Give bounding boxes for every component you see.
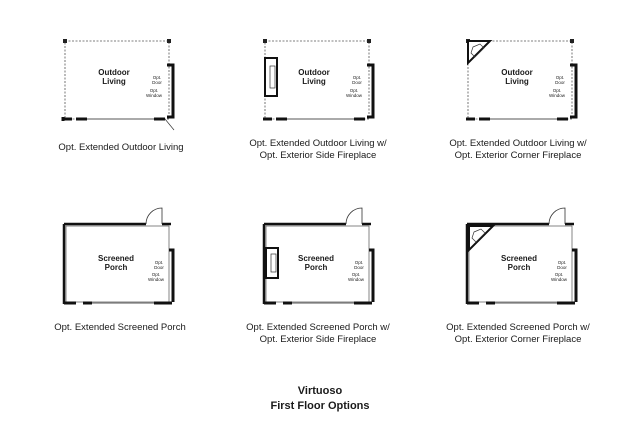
plan-caption: Opt. Extended Screened Porch w/ Opt. Ext…	[446, 322, 590, 345]
door-swing-icon	[345, 207, 363, 225]
door-swing-icon	[145, 207, 163, 225]
opt-door-label: Opt. Door	[354, 260, 364, 270]
plan-drawing	[465, 207, 578, 305]
floor-plan-outdoor-living-corner-fireplace: Outdoor Living Opt. Door Opt. Window	[465, 38, 585, 128]
room-label: Screened Porch	[500, 254, 538, 272]
floor-plan-screened-porch: Screened Porch Opt. Door Opt. Window	[62, 207, 182, 310]
room-label: Outdoor Living	[98, 68, 130, 86]
opt-door-label: Opt. Door	[555, 75, 565, 85]
plan-caption: Opt. Extended Screened Porch	[54, 322, 186, 333]
door-swing-icon	[548, 207, 566, 225]
room-label: Outdoor Living	[501, 68, 533, 86]
opt-door-label: Opt. Door	[352, 75, 362, 85]
floor-plan-screened-porch-corner-fireplace: Screened Porch Opt. Door Opt. Window	[465, 207, 585, 310]
room-label: Outdoor Living	[298, 68, 330, 86]
plan-caption: Opt. Extended Screened Porch w/ Opt. Ext…	[246, 322, 390, 345]
plan-page-title: First Floor Options	[270, 400, 370, 412]
room-label: Screened Porch	[97, 254, 135, 272]
opt-door-label: Opt. Door	[154, 260, 164, 270]
opt-window-label: Opt. Window	[549, 88, 566, 98]
opt-window-label: Opt. Window	[346, 88, 363, 98]
opt-window-label: Opt. Window	[551, 272, 568, 282]
plan-drawing	[466, 39, 578, 121]
plan-drawing	[61, 39, 175, 131]
plan-caption: Opt. Extended Outdoor Living	[58, 142, 184, 153]
plan-drawing	[262, 207, 375, 305]
opt-window-label: Opt. Window	[146, 88, 163, 98]
plan-drawing	[62, 207, 175, 305]
plan-drawing	[263, 39, 375, 121]
opt-door-label: Opt. Door	[152, 75, 162, 85]
corner-fireplace-icon	[468, 225, 496, 253]
fireplace-icon	[265, 247, 279, 279]
plan-caption: Opt. Extended Outdoor Living w/ Opt. Ext…	[449, 138, 587, 161]
plan-series-title: Virtuoso	[297, 385, 343, 397]
fireplace-icon	[264, 57, 278, 97]
opt-window-label: Opt. Window	[348, 272, 365, 282]
opt-window-label: Opt. Window	[148, 272, 165, 282]
floor-plan-screened-porch-side-fireplace: Screened Porch Opt. Door Opt. Window	[262, 207, 382, 310]
opt-door-label: Opt. Door	[557, 260, 567, 270]
floor-plan-outdoor-living: Outdoor Living Opt. Door Opt. Window	[61, 38, 182, 131]
floor-plan-outdoor-living-side-fireplace: Outdoor Living Opt. Door Opt. Window	[262, 38, 382, 128]
room-label: Screened Porch	[297, 254, 335, 272]
plan-caption: Opt. Extended Outdoor Living w/ Opt. Ext…	[249, 138, 387, 161]
